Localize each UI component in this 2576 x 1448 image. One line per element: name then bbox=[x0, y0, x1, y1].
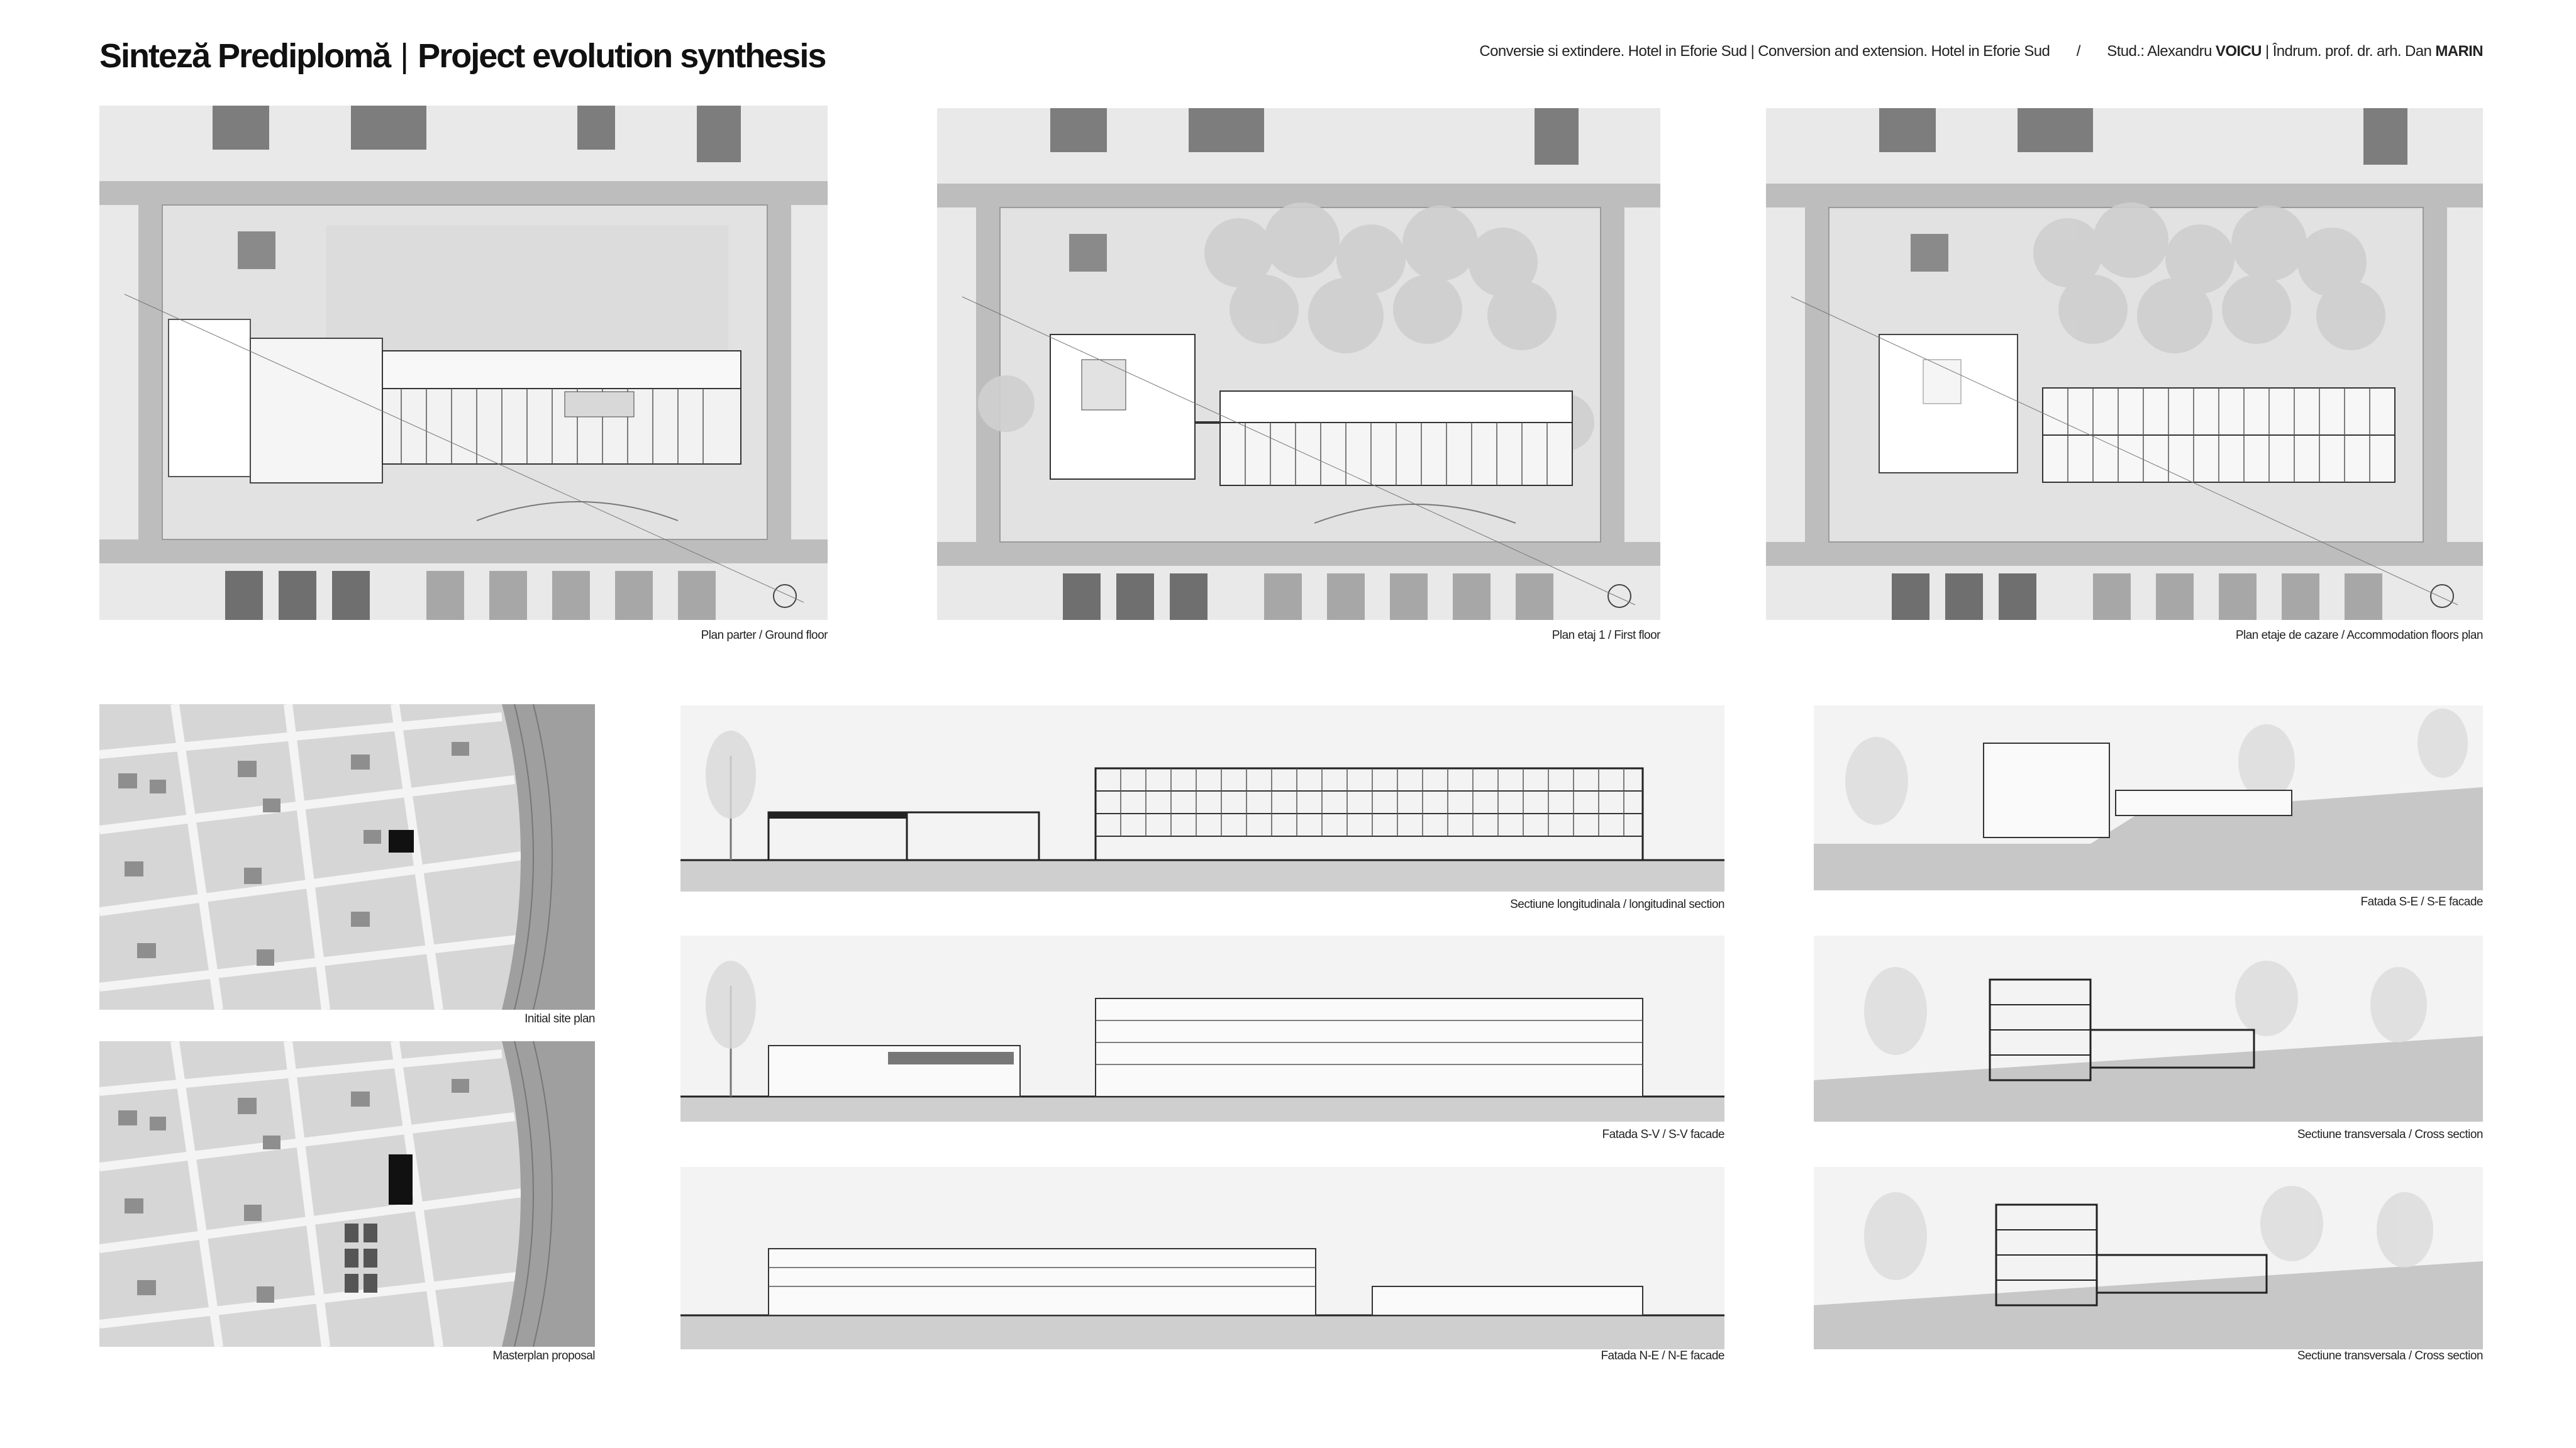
cross-section-2-drawing bbox=[1814, 1167, 2483, 1349]
longitudinal-section bbox=[680, 705, 1724, 892]
sv-facade-caption: Fatada S-V / S-V facade bbox=[1602, 1128, 1725, 1141]
sv-facade bbox=[680, 936, 1724, 1122]
cross-section-1-drawing bbox=[1814, 936, 2483, 1122]
masterplan-proposal-caption: Masterplan proposal bbox=[492, 1349, 595, 1362]
title-romanian: Sinteză Prediplomă bbox=[99, 37, 391, 75]
tutor-label: Îndrum. prof. dr. arh. Dan bbox=[2272, 43, 2432, 60]
accommodation-floors-plan-drawing bbox=[1766, 108, 2483, 620]
cross-section-1 bbox=[1814, 936, 2483, 1122]
longitudinal-section-caption: Sectiune longitudinala / longitudinal se… bbox=[1510, 898, 1724, 911]
masterplan-proposal bbox=[99, 1041, 595, 1347]
se-facade-drawing bbox=[1814, 705, 2483, 890]
cross-section-1-caption: Sectiune transversala / Cross section bbox=[2297, 1128, 2484, 1141]
page-title: Sinteză Prediplomă|Project evolution syn… bbox=[99, 36, 826, 75]
ne-facade-caption: Fatada N-E / N-E facade bbox=[1601, 1349, 1724, 1362]
sv-facade-drawing bbox=[680, 936, 1724, 1122]
title-separator: | bbox=[400, 37, 409, 75]
ne-facade bbox=[680, 1167, 1724, 1349]
project-info: Conversie si extindere. Hotel in Eforie … bbox=[1479, 43, 2483, 60]
cross-section-2-caption: Sectiune transversala / Cross section bbox=[2297, 1349, 2484, 1362]
initial-site-plan bbox=[99, 704, 595, 1010]
student-surname: VOICU bbox=[2215, 43, 2262, 60]
accommodation-floors-plan bbox=[1766, 108, 2483, 620]
ground-floor-plan bbox=[99, 106, 828, 620]
ground-floor-caption: Plan parter / Ground floor bbox=[701, 629, 828, 642]
se-facade bbox=[1814, 705, 2483, 890]
cross-section-2 bbox=[1814, 1167, 2483, 1349]
ne-facade-drawing bbox=[680, 1167, 1724, 1349]
tutor-separator: | bbox=[2265, 43, 2269, 60]
se-facade-caption: Fatada S-E / S-E facade bbox=[2360, 895, 2484, 909]
first-floor-plan bbox=[937, 108, 1660, 620]
ground-floor-plan-drawing bbox=[99, 106, 828, 620]
tutor-surname: MARIN bbox=[2435, 43, 2483, 60]
project-separator: | bbox=[1750, 43, 1755, 60]
longitudinal-section-drawing bbox=[680, 705, 1724, 892]
initial-site-plan-drawing bbox=[99, 704, 595, 1010]
project-name-en: Conversion and extension. Hotel in Efori… bbox=[1758, 43, 2050, 60]
first-floor-plan-drawing bbox=[937, 108, 1660, 620]
first-floor-caption: Plan etaj 1 / First floor bbox=[1552, 629, 1661, 642]
initial-site-plan-caption: Initial site plan bbox=[525, 1012, 595, 1025]
title-english: Project evolution synthesis bbox=[418, 37, 826, 75]
accommodation-floors-caption: Plan etaje de cazare / Accommodation flo… bbox=[2235, 629, 2484, 642]
project-name-ro: Conversie si extindere. Hotel in Eforie … bbox=[1479, 43, 1747, 60]
masterplan-proposal-drawing bbox=[99, 1041, 595, 1347]
info-slash: / bbox=[2076, 43, 2081, 60]
student-label: Stud.: Alexandru bbox=[2107, 43, 2212, 60]
